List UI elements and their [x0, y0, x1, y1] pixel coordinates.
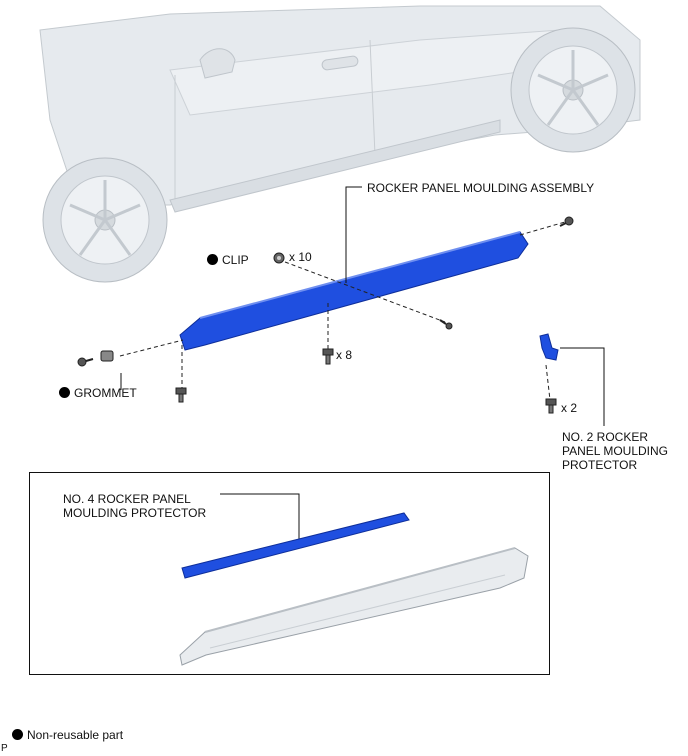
screw-middle: [439, 319, 453, 330]
rear-wheel-illustration: [510, 27, 636, 153]
label-protector-qty: x 2: [561, 401, 578, 415]
no4-protector-part: [181, 512, 410, 579]
bolt-left: [175, 387, 187, 403]
label-no2-protector: NO. 2 ROCKER PANEL MOULDING PROTECTOR: [562, 430, 669, 472]
label-clip: CLIP: [207, 253, 249, 267]
bolt-fastener: [322, 348, 334, 365]
assembly-dashed-lines: [119, 221, 566, 401]
screw-top-right: [559, 216, 574, 227]
inset-detail-frame: [29, 472, 550, 675]
label-grommet: GROMMET: [59, 386, 137, 400]
clip-text: CLIP: [222, 253, 249, 267]
no2-protector-part: [539, 333, 559, 361]
screw-grommet: [77, 357, 94, 367]
grommet-fastener: [100, 350, 114, 362]
legend-text: Non-reusable part: [27, 728, 124, 742]
label-no4-protector: NO. 4 ROCKER PANEL MOULDING PROTECTOR: [63, 492, 207, 520]
rocker-panel-moulding-assembly-part: [179, 231, 529, 351]
legend-non-reusable: Non-reusable part: [12, 728, 123, 742]
label-rocker-panel-moulding-assembly: ROCKER PANEL MOULDING ASSEMBLY: [367, 181, 595, 195]
leader-lines: [120, 186, 605, 540]
non-reusable-icon: [207, 254, 218, 265]
non-reusable-icon: [59, 387, 70, 398]
bolt-protector: [545, 398, 557, 414]
clip-fastener: [273, 252, 285, 264]
rocker-panel-moulding-inset: [179, 547, 529, 666]
corner-mark: P: [1, 743, 8, 754]
front-wheel-illustration: [42, 157, 168, 283]
label-bolt-qty: x 8: [336, 348, 353, 362]
non-reusable-icon: [12, 729, 23, 740]
grommet-text: GROMMET: [74, 386, 137, 400]
vehicle-body-illustration: [39, 5, 641, 213]
label-clip-qty: x 10: [289, 250, 312, 264]
